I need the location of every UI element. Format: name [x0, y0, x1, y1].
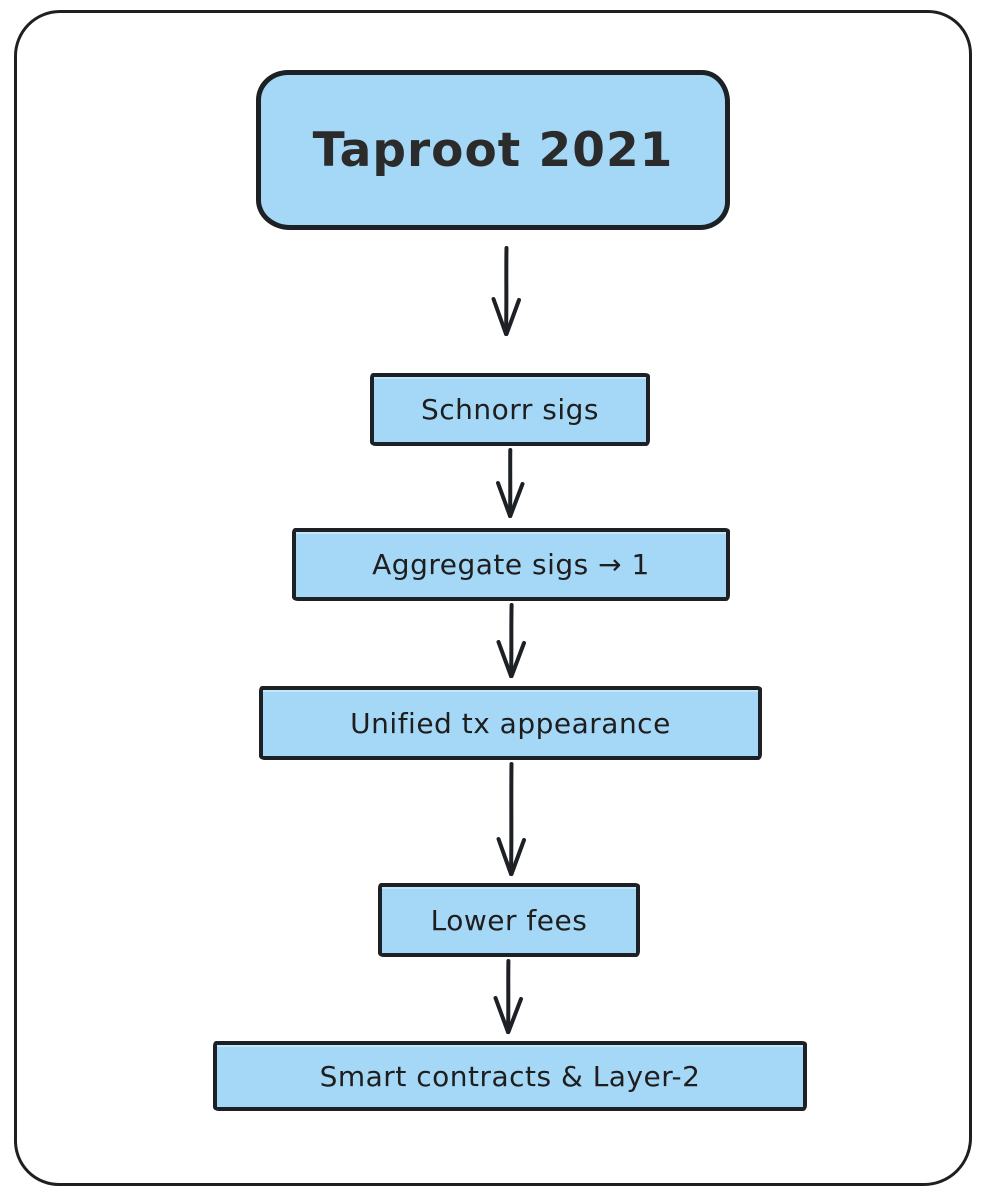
- node-label: Schnorr sigs: [421, 393, 599, 426]
- node-label: Lower fees: [430, 903, 588, 937]
- title-label: Taproot 2021: [312, 122, 674, 178]
- arrow-down-icon: [496, 762, 526, 876]
- flowchart-node-aggregate-sigs: Aggregate sigs → 1: [292, 528, 730, 601]
- node-label: Unified tx appearance: [350, 706, 671, 740]
- arrow-down-icon: [491, 246, 521, 336]
- arrow-down-icon: [493, 959, 523, 1034]
- flowchart-node-title: Taproot 2021: [256, 70, 730, 230]
- node-label: Smart contracts & Layer-2: [319, 1059, 701, 1093]
- arrow-down-icon: [496, 448, 525, 518]
- outer-frame: [14, 10, 972, 1186]
- flowchart-node-smart-contracts: Smart contracts & Layer-2: [213, 1041, 807, 1111]
- node-label: Aggregate sigs → 1: [372, 548, 650, 581]
- flowchart-node-unified-tx: Unified tx appearance: [259, 686, 762, 760]
- flowchart-node-schnorr-sigs: Schnorr sigs: [370, 373, 650, 446]
- flowchart-node-lower-fees: Lower fees: [378, 883, 640, 957]
- arrow-down-icon: [496, 603, 526, 678]
